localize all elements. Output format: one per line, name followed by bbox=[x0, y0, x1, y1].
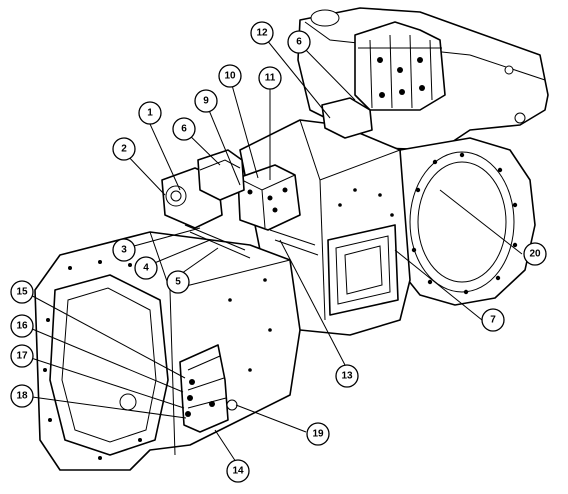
callout-14: 14 bbox=[226, 459, 250, 483]
callout-6-left: 6 bbox=[172, 117, 196, 141]
svg-text:2: 2 bbox=[121, 144, 127, 155]
callout-18: 18 bbox=[10, 384, 34, 408]
svg-text:1: 1 bbox=[147, 108, 153, 119]
svg-text:12: 12 bbox=[256, 28, 268, 39]
svg-text:15: 15 bbox=[16, 287, 28, 298]
callout-12: 12 bbox=[250, 21, 274, 45]
svg-text:10: 10 bbox=[224, 71, 236, 82]
svg-text:7: 7 bbox=[490, 315, 496, 326]
callout-3: 3 bbox=[112, 238, 136, 262]
callout-1: 1 bbox=[138, 101, 162, 125]
leader-lines bbox=[24, 33, 523, 463]
svg-text:16: 16 bbox=[16, 321, 28, 332]
callout-11: 11 bbox=[258, 66, 282, 90]
callout-19: 19 bbox=[306, 422, 330, 446]
callout-13: 13 bbox=[335, 364, 359, 388]
callout-2: 2 bbox=[112, 137, 136, 161]
callout-6-right: 6 bbox=[287, 30, 311, 54]
svg-text:4: 4 bbox=[143, 263, 149, 274]
callout-4: 4 bbox=[134, 256, 158, 280]
svg-text:11: 11 bbox=[265, 73, 276, 84]
callout-9: 9 bbox=[194, 89, 218, 113]
callout-20: 20 bbox=[523, 242, 547, 266]
svg-text:6: 6 bbox=[296, 37, 302, 48]
transmission-housing-drawing bbox=[34, 7, 549, 471]
callout-15: 15 bbox=[10, 280, 34, 304]
callout-5: 5 bbox=[166, 270, 190, 294]
svg-text:5: 5 bbox=[175, 277, 181, 288]
callout-17: 17 bbox=[10, 344, 34, 368]
svg-text:19: 19 bbox=[312, 429, 324, 440]
svg-text:9: 9 bbox=[203, 96, 209, 107]
svg-text:3: 3 bbox=[121, 245, 127, 256]
callout-7: 7 bbox=[481, 308, 505, 332]
svg-text:6: 6 bbox=[181, 124, 187, 135]
svg-text:17: 17 bbox=[16, 351, 28, 362]
svg-text:20: 20 bbox=[529, 249, 541, 260]
svg-text:13: 13 bbox=[341, 371, 353, 382]
svg-text:18: 18 bbox=[16, 391, 28, 402]
callout-16: 16 bbox=[10, 314, 34, 338]
svg-text:14: 14 bbox=[232, 466, 244, 477]
callout-10: 10 bbox=[218, 64, 242, 88]
